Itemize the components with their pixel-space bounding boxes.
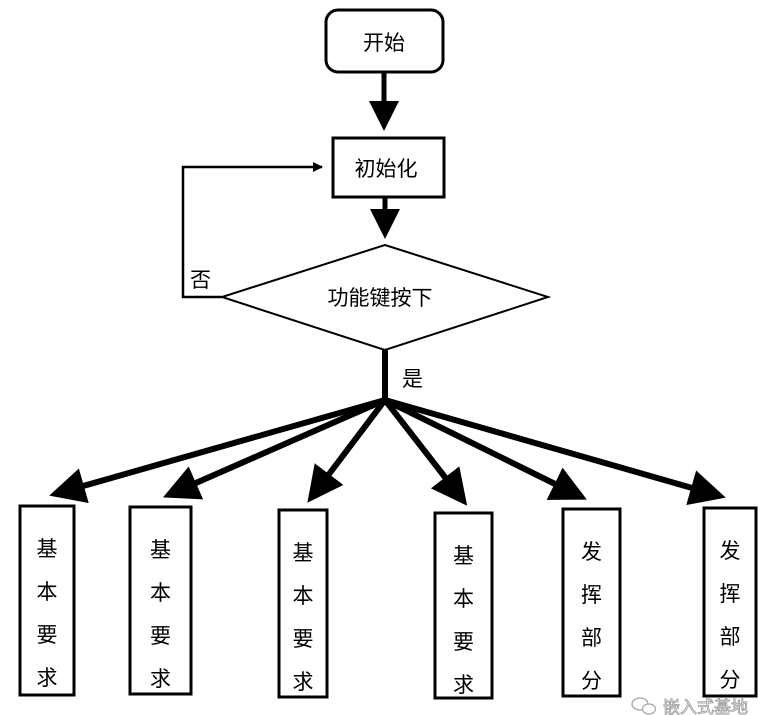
result-box-char: 基 [293, 541, 314, 565]
result-box-char: 要 [293, 627, 314, 651]
watermark: 嵌入式基地 [631, 697, 748, 715]
branch-arrow [382, 398, 468, 506]
result-box-char: 要 [37, 623, 58, 647]
result-box-char: 基 [150, 538, 171, 562]
branch-arrows [49, 397, 726, 506]
branch-arrow [49, 397, 386, 504]
result-box-char: 基 [37, 537, 58, 561]
result-box-frame [433, 511, 494, 700]
branch-arrow [384, 397, 726, 506]
result-box-char: 本 [37, 580, 58, 604]
result-box-char: 发 [720, 539, 741, 563]
result-box-char: 本 [293, 584, 314, 608]
decision-node: 功能键按下 [218, 243, 552, 352]
branch-arrow [307, 398, 388, 503]
no-label: 否 [190, 268, 211, 292]
result-box-frame [128, 505, 193, 696]
start-label: 开始 [363, 31, 405, 55]
result-box-char: 部 [720, 625, 741, 649]
start-node: 开始 [324, 8, 445, 74]
result-box-char: 要 [150, 624, 171, 648]
watermark-text: 嵌入式基地 [663, 698, 748, 715]
result-box-char: 部 [581, 626, 602, 650]
yes-label: 是 [402, 367, 423, 391]
result-box-char: 分 [581, 669, 602, 693]
result-box-char: 本 [150, 581, 171, 605]
init-node: 初始化 [331, 136, 446, 199]
no-loop-arrow [181, 162, 323, 299]
branch-arrow [383, 397, 587, 500]
result-box-char: 求 [293, 670, 314, 694]
result-box-frame [18, 504, 76, 697]
wechat-icon [631, 697, 657, 715]
result-box-char: 基 [453, 544, 474, 568]
result-box-char: 分 [720, 668, 741, 692]
result-box-char: 要 [453, 630, 474, 654]
branch-arrow [163, 397, 387, 500]
result-box-char: 求 [37, 666, 58, 690]
result-box-frame [561, 507, 622, 698]
result-box-char: 发 [581, 540, 602, 564]
result-box-char: 求 [150, 667, 171, 691]
result-box-frame [277, 508, 329, 699]
result-box-char: 挥 [581, 583, 602, 607]
result-box-frame [702, 506, 758, 698]
result-box-char: 求 [453, 673, 474, 697]
result-box-char: 本 [453, 587, 474, 611]
init-label: 初始化 [355, 157, 418, 181]
result-box-char: 挥 [720, 582, 741, 606]
decision-label: 功能键按下 [328, 286, 433, 310]
